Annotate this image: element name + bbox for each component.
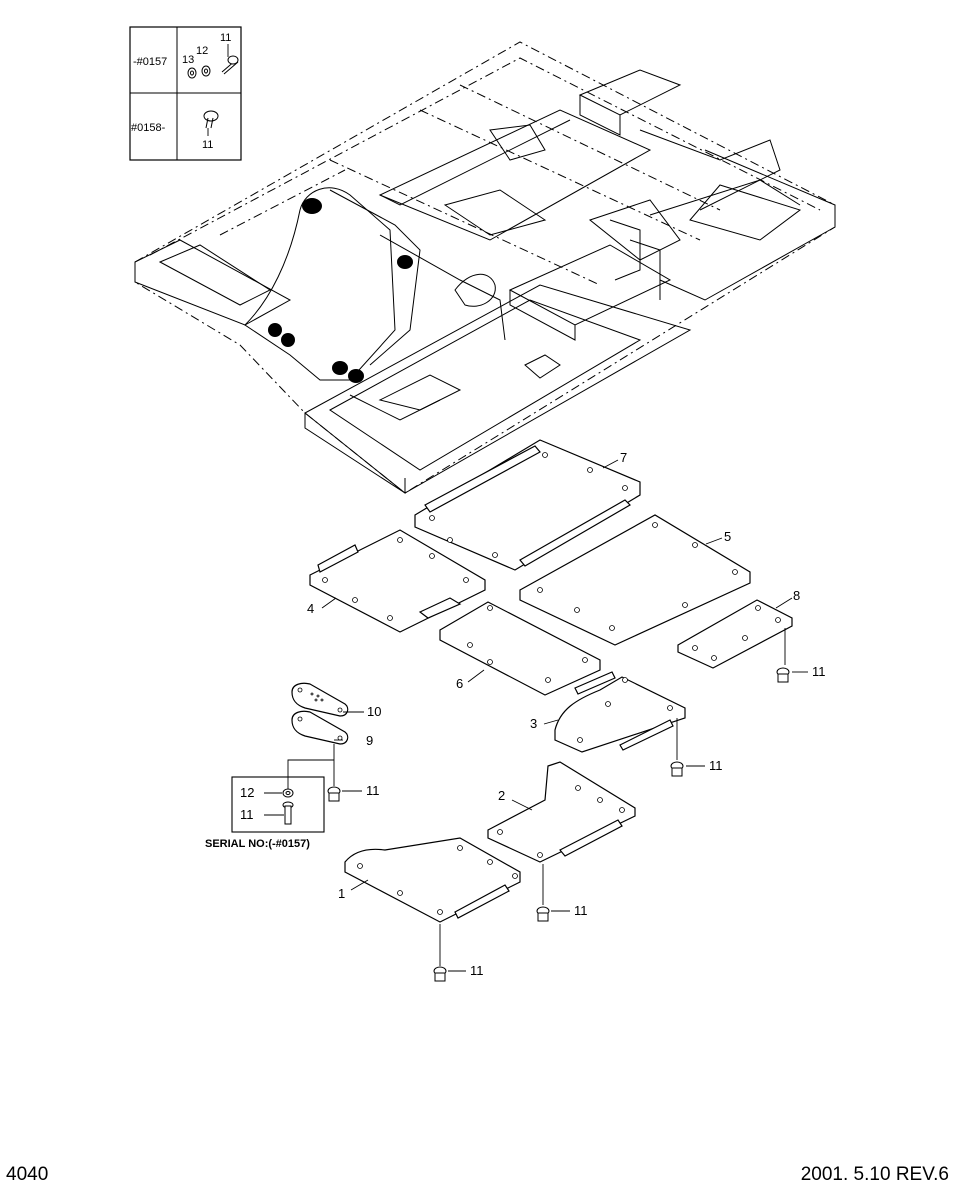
bolt-icon (433, 924, 447, 982)
lock-washer-icon (201, 65, 211, 77)
cover-plate-8 (677, 599, 793, 669)
inset-part-11-top: 11 (220, 32, 231, 44)
callout-1: 1 (338, 886, 345, 901)
inset-table: -#0157 #0158- 13 12 11 11 (129, 26, 242, 161)
bolt-icon (327, 744, 341, 802)
washer-icon (187, 67, 197, 79)
callout-3: 3 (530, 716, 537, 731)
callout-2: 2 (498, 788, 505, 803)
cover-plate-5 (519, 514, 751, 646)
callout-11-f: 11 (240, 807, 254, 822)
callout-5: 5 (724, 529, 731, 544)
serial-inset-box (231, 776, 325, 833)
serial-note: SERIAL NO:(-#0157) (205, 838, 310, 850)
cover-plate-7 (414, 439, 641, 571)
callout-11-c: 11 (366, 783, 380, 798)
callout-4: 4 (307, 601, 314, 616)
plate-10 (291, 682, 349, 717)
cover-plate-3 (554, 671, 686, 753)
inset-serial-2: #0158- (131, 122, 166, 134)
bolt-icon (221, 44, 239, 75)
callout-12: 12 (240, 785, 254, 800)
washer-icon (282, 788, 294, 798)
cover-plate-1 (344, 837, 521, 923)
callout-6: 6 (456, 676, 463, 691)
callout-11-d: 11 (574, 903, 588, 918)
flange-bolt-icon (203, 110, 219, 136)
cover-plate-2 (487, 761, 636, 863)
callout-8: 8 (793, 588, 800, 603)
callout-11-a: 11 (812, 664, 826, 679)
cover-plate-6 (439, 601, 601, 696)
callout-9: 9 (366, 733, 373, 748)
callout-10: 10 (367, 704, 381, 719)
inset-part-12: 12 (196, 45, 208, 57)
inset-part-13: 13 (182, 54, 194, 66)
inset-part-11-bottom: 11 (202, 139, 213, 151)
bolt-icon (282, 801, 294, 825)
callout-7: 7 (620, 450, 627, 465)
page-number: 4040 (6, 1164, 49, 1185)
upper-frame (134, 41, 836, 494)
revision-label: 2001. 5.10 REV.6 (800, 1164, 949, 1185)
callout-11-b: 11 (709, 758, 723, 773)
plate-9 (291, 710, 349, 745)
cover-plate-4 (309, 529, 486, 633)
bolt-icon (670, 718, 684, 777)
bolt-icon (776, 628, 790, 683)
inset-serial-1: -#0157 (133, 56, 167, 68)
bolt-icon (536, 864, 550, 922)
callout-11-e: 11 (470, 963, 484, 978)
